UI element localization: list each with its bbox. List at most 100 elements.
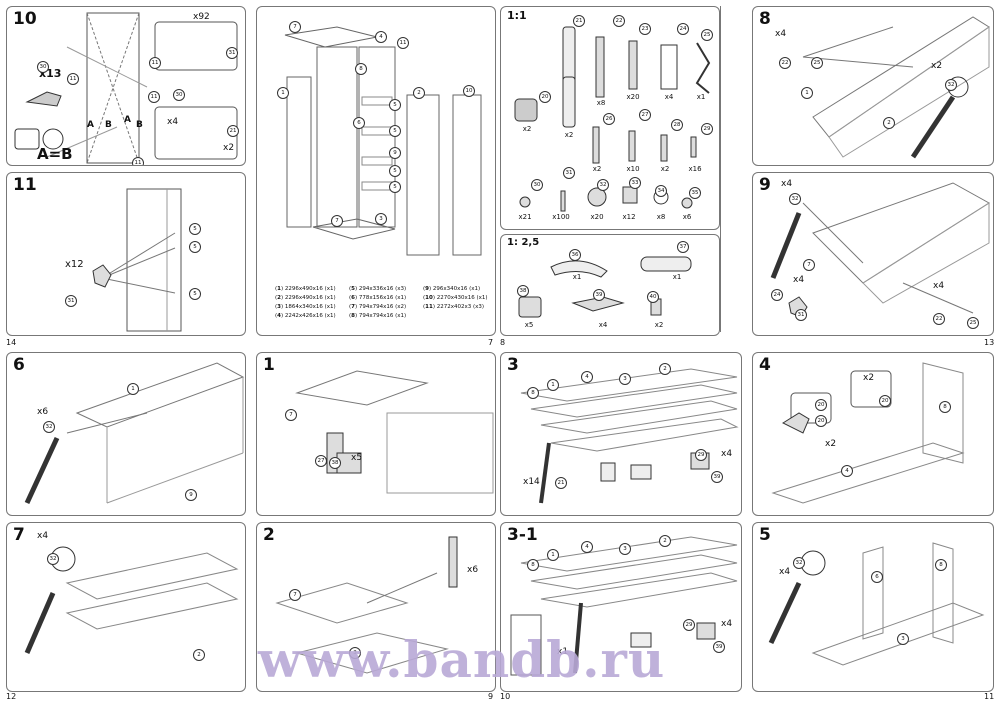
part-callout: 39 <box>711 471 723 483</box>
qty-label: x21 <box>518 213 532 221</box>
qty-label: x4 <box>775 29 787 39</box>
parts-legend-col2: (5) 294x336x16 (x3) (6) 778x156x16 (x1) … <box>349 285 406 321</box>
side-label: B <box>105 120 112 130</box>
part-callout: 3 <box>349 647 361 659</box>
part-callout: 32 <box>793 557 805 569</box>
qty-label: x2 <box>863 373 875 383</box>
part-callout: 29 <box>683 619 695 631</box>
step-3-1-drawing <box>510 536 738 676</box>
part-callout: 1 <box>277 87 289 99</box>
measuring-ruler <box>720 6 731 332</box>
step-title: 8 <box>759 9 771 29</box>
part-callout: 30 <box>531 179 543 191</box>
step-3-panel: 3 x14 x4 8 1 4 3 2 21 29 39 <box>500 352 742 516</box>
part-callout: 3 <box>619 543 631 555</box>
part-callout: 25 <box>811 57 823 69</box>
step-title: 3 <box>507 355 519 375</box>
qty-label: x1 <box>557 647 569 657</box>
part-callout: 3 <box>375 213 387 225</box>
qty-label: x4 <box>793 275 805 285</box>
part-callout: 5 <box>389 125 401 137</box>
step-title: 5 <box>759 525 771 545</box>
part-callout: 4 <box>841 465 853 477</box>
part-callout: 31 <box>563 167 575 179</box>
qty-label: x2 <box>654 321 664 329</box>
step-1-panel: 1 x5 7 27 38 <box>256 352 496 516</box>
legend-item: (11) 2272x402x3 (x3) <box>423 304 485 310</box>
part-callout: 29 <box>695 449 707 461</box>
page-number: 14 <box>6 338 17 347</box>
part-callout: 39 <box>593 289 605 301</box>
qty-label: x6 <box>467 565 479 575</box>
part-callout: 5 <box>389 99 401 111</box>
part-callout: 31 <box>65 295 77 307</box>
part-callout: 7 <box>803 259 815 271</box>
part-callout: 2 <box>413 87 425 99</box>
page-number: 12 <box>6 692 17 701</box>
part-callout: 24 <box>677 23 689 35</box>
step-5-drawing <box>768 542 985 666</box>
qty-label: x6 <box>682 213 692 221</box>
part-callout: 8 <box>527 387 539 399</box>
step-title: 7 <box>13 525 25 545</box>
part-callout: 26 <box>603 113 615 125</box>
qty-label: x2 <box>592 165 602 173</box>
part-callout: 32 <box>43 421 55 433</box>
step-9-drawing <box>770 182 990 318</box>
page-number: 8 <box>500 338 506 347</box>
qty-label: x4 <box>598 321 608 329</box>
qty-label: x4 <box>933 281 945 291</box>
part-callout: 7 <box>331 215 343 227</box>
part-callout: 11 <box>67 73 79 85</box>
step-title: 9 <box>759 175 771 195</box>
part-callout: 37 <box>677 241 689 253</box>
part-callout: 21 <box>227 125 239 137</box>
part-callout: 39 <box>713 641 725 653</box>
qty-label: x5 <box>351 453 363 463</box>
part-callout: 32 <box>47 553 59 565</box>
part-callout: 3 <box>619 373 631 385</box>
page-number: 11 <box>984 692 995 701</box>
scale-title: 1:1 <box>507 9 527 22</box>
part-callout: 5 <box>189 288 201 300</box>
qty-label: x14 <box>523 477 540 487</box>
site-watermark: www.bandb.ru <box>258 630 666 689</box>
qty-label: x2 <box>660 165 670 173</box>
step-title: 3-1 <box>507 525 538 545</box>
step-8-panel: 8 x4 x2 22 25 1 2 32 <box>752 6 994 166</box>
part-callout: 32 <box>789 193 801 205</box>
qty-label: x100 <box>552 213 570 221</box>
step-8-drawing <box>802 16 990 159</box>
step-7-drawing <box>24 546 239 654</box>
part-callout: 21 <box>573 15 585 27</box>
equality-label: A=B <box>37 145 73 163</box>
qty-label: x1 <box>572 273 582 281</box>
qty-label: x92 <box>193 12 210 22</box>
part-callout: 8 <box>527 559 539 571</box>
scale-title: 1: 2,5 <box>507 237 540 248</box>
part-callout: 6 <box>871 571 883 583</box>
legend-item: (9) 296x340x16 (x1) <box>423 286 481 292</box>
part-callout: 2 <box>659 363 671 375</box>
step-title: 11 <box>13 175 37 195</box>
legend-item: (6) 778x156x16 (x1) <box>349 295 407 301</box>
parts-legend-col3: (9) 296x340x16 (x1) (10) 2270x430x16 (x1… <box>423 285 488 312</box>
part-callout: 32 <box>597 179 609 191</box>
qty-label: x1 <box>672 273 682 281</box>
parts-legend-col1: (1) 2296x490x16 (x1) (2) 2296x490x16 (x1… <box>275 285 336 321</box>
legend-item: (7) 794x794x16 (x2) <box>349 304 407 310</box>
legend-item: (10) 2270x430x16 (x1) <box>423 295 488 301</box>
page-number: 13 <box>984 338 995 347</box>
part-callout: 9 <box>185 489 197 501</box>
qty-label: x2 <box>931 61 943 71</box>
part-callout: 20 <box>815 399 827 411</box>
side-label: A <box>87 120 94 130</box>
part-callout: 38 <box>517 285 529 297</box>
legend-item: (5) 294x336x16 (x3) <box>349 286 407 292</box>
part-callout: 5 <box>189 223 201 235</box>
part-callout: 8 <box>939 401 951 413</box>
part-callout: 7 <box>289 589 301 601</box>
step-4-drawing <box>771 362 965 504</box>
step-6-drawing <box>24 362 245 505</box>
legend-item: (2) 2296x490x16 (x1) <box>275 295 336 301</box>
